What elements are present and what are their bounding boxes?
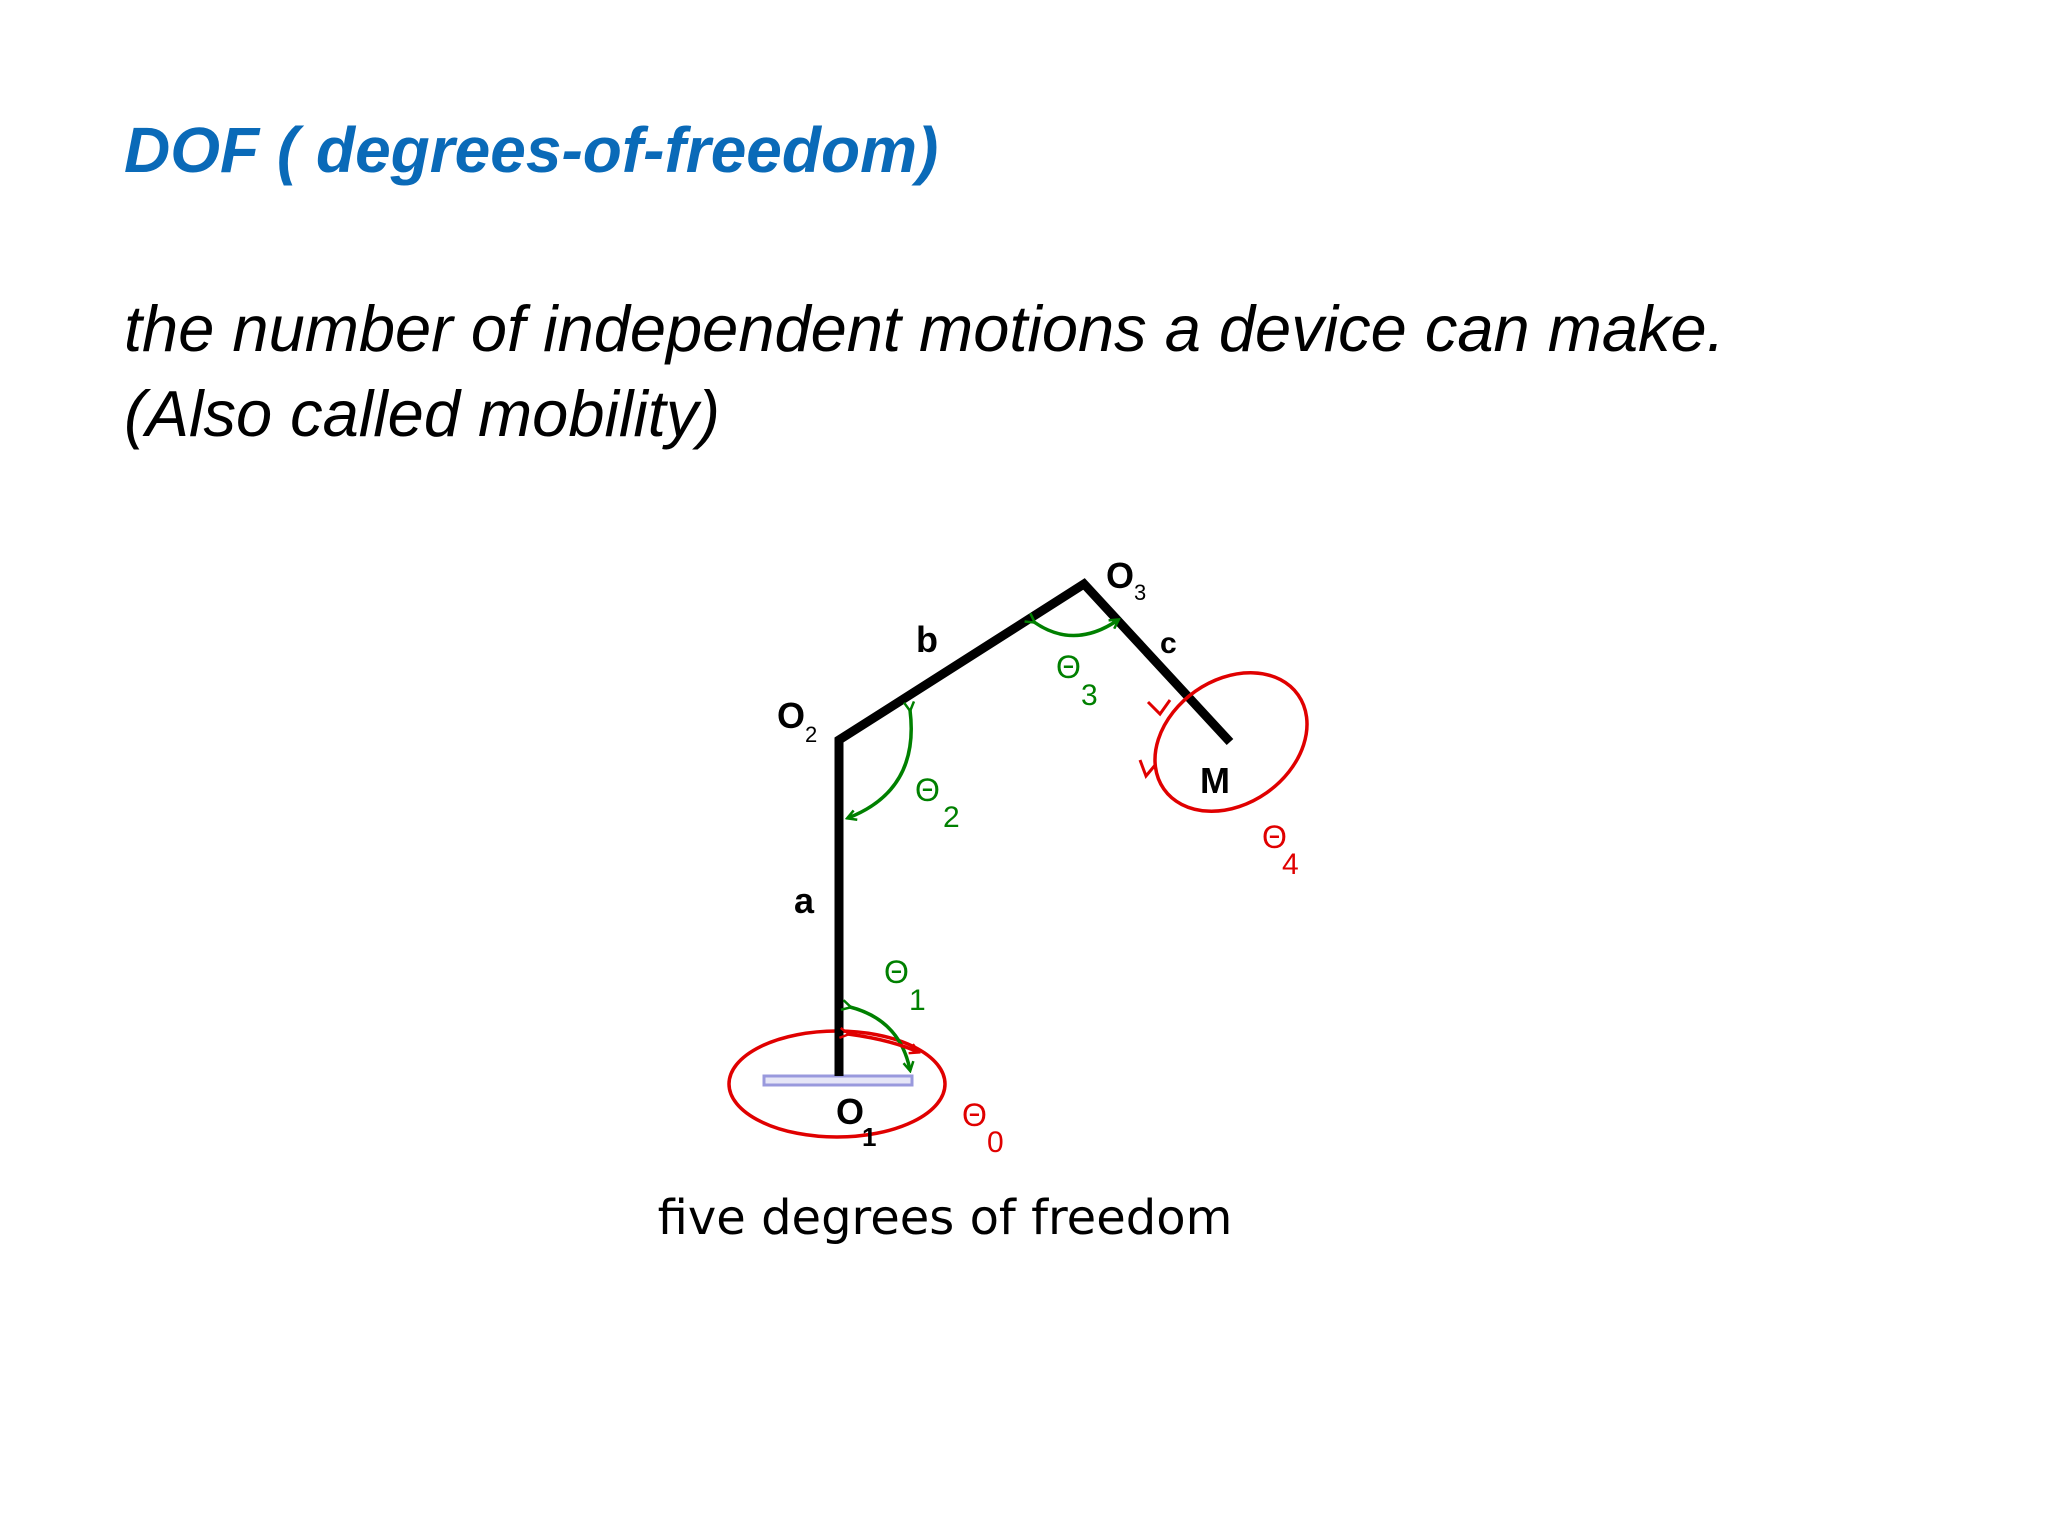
joint-o3-label: O xyxy=(1106,555,1134,596)
definition-text: the number of independent motions a devi… xyxy=(124,286,1725,456)
joint-o1-label: O xyxy=(836,1091,864,1132)
joint-o2-label: O xyxy=(777,695,805,736)
base-plate xyxy=(762,1074,914,1087)
theta0-subscript: 0 xyxy=(987,1126,1004,1159)
theta1-label: Θ xyxy=(884,954,909,990)
joint-o3-subscript: 3 xyxy=(1134,580,1146,605)
theta4-label: Θ xyxy=(1262,819,1287,855)
theta1-subscript: 1 xyxy=(909,984,926,1017)
joint-o2-subscript: 2 xyxy=(805,722,817,747)
robot-arm xyxy=(834,578,1234,1076)
definition-line-2: (Also called mobility) xyxy=(124,377,721,450)
theta2-subscript: 2 xyxy=(943,801,960,834)
theta3-arc xyxy=(1034,620,1118,638)
theta4-subscript: 4 xyxy=(1282,848,1299,881)
theta2-arc xyxy=(848,710,911,818)
theta4-rotation-ellipse xyxy=(1153,671,1309,813)
end-effector-m-label: M xyxy=(1200,760,1230,801)
slide-title: DOF ( degrees-of-freedom) xyxy=(124,114,939,186)
figure-caption: five degrees of freedom xyxy=(657,1190,1233,1246)
theta0-label: Θ xyxy=(962,1097,987,1133)
theta3-subscript: 3 xyxy=(1081,679,1098,712)
link-b-label: b xyxy=(916,619,938,660)
definition-line-1: the number of independent motions a devi… xyxy=(124,292,1725,365)
theta4-arrowhead xyxy=(1146,699,1172,717)
joint-o1-subscript: 1 xyxy=(862,1122,876,1152)
theta2-label: Θ xyxy=(915,772,940,808)
theta3-label: Θ xyxy=(1056,649,1081,685)
theta0-arc-arrows xyxy=(848,1034,918,1052)
link-a-label: a xyxy=(794,880,815,921)
theta4-arrowhead-lower xyxy=(1138,759,1158,779)
link-c-label: c xyxy=(1160,627,1177,660)
